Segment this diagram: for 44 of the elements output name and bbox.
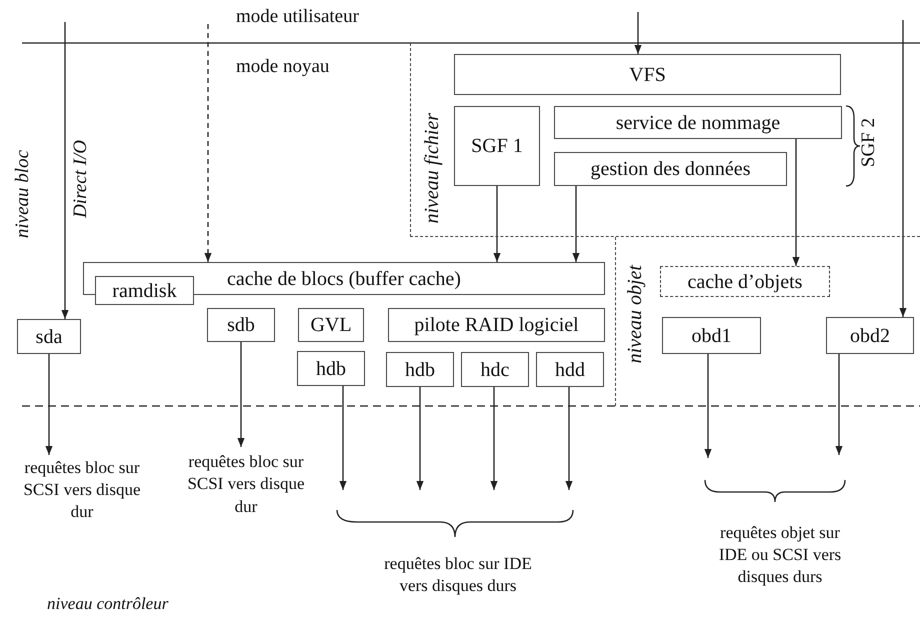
brace-label: SGF 2 bbox=[858, 118, 880, 168]
component-box: hdb bbox=[297, 351, 365, 386]
component-box: ramdisk bbox=[95, 276, 194, 305]
level-title: niveau fichier bbox=[421, 113, 443, 224]
level-region bbox=[410, 43, 920, 237]
optional-component-box: cache d’objets bbox=[660, 266, 830, 297]
component-box: sda bbox=[17, 319, 81, 354]
request-text: requêtes bloc sur SCSI vers disque dur bbox=[178, 447, 314, 522]
arrow bbox=[490, 387, 498, 490]
arrow bbox=[416, 387, 424, 490]
arrow bbox=[634, 12, 642, 54]
arrow bbox=[704, 354, 712, 458]
arrow bbox=[61, 22, 69, 319]
component-box: SGF 1 bbox=[454, 106, 540, 186]
component-box: gestion des données bbox=[554, 152, 787, 186]
arrow bbox=[237, 342, 245, 447]
arrow bbox=[792, 139, 800, 266]
arrow bbox=[339, 386, 347, 490]
level-title: niveau bloc bbox=[12, 150, 34, 238]
request-text: requêtes bloc sur IDE vers disques durs bbox=[383, 553, 533, 598]
component-box: obd2 bbox=[826, 317, 914, 354]
mode-label: mode utilisateur bbox=[236, 6, 359, 28]
arrow bbox=[45, 354, 53, 455]
arrow bbox=[493, 186, 501, 262]
component-box: obd1 bbox=[662, 317, 761, 354]
component-box: hdd bbox=[536, 352, 604, 387]
arrow bbox=[565, 387, 573, 490]
arrow bbox=[204, 24, 212, 262]
arrow bbox=[835, 354, 843, 455]
component-box: GVL bbox=[298, 308, 364, 342]
arrow bbox=[572, 186, 580, 262]
level-title: niveau contrôleur bbox=[47, 594, 168, 614]
component-box: VFS bbox=[454, 54, 841, 95]
component-box: pilote RAID logiciel bbox=[388, 308, 605, 342]
component-box: hdb bbox=[386, 352, 454, 387]
arrow bbox=[899, 20, 907, 317]
request-text: requêtes objet sur IDE ou SCSI vers disques durs bbox=[718, 522, 842, 588]
component-box: service de nommage bbox=[554, 106, 842, 139]
level-title: niveau objet bbox=[624, 265, 646, 364]
component-box: hdc bbox=[461, 352, 529, 387]
mode-label: mode noyau bbox=[236, 56, 330, 78]
component-box: sdb bbox=[207, 308, 275, 342]
request-text: requêtes bloc sur SCSI vers disque dur bbox=[12, 455, 152, 525]
edge-label: Direct I/O bbox=[70, 140, 92, 218]
